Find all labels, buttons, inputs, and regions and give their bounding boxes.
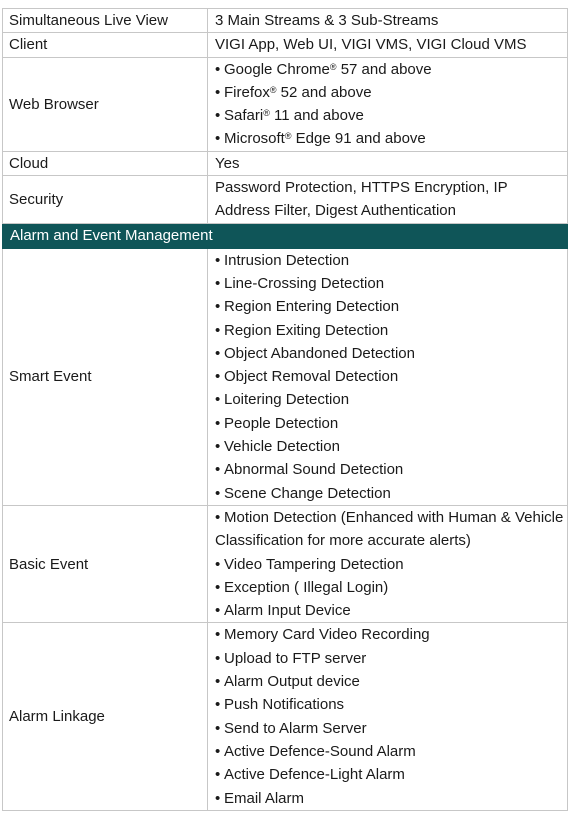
bullet-icon: • xyxy=(215,508,221,526)
spec-row-live-view: Simultaneous Live View 3 Main Streams & … xyxy=(2,7,568,34)
bullet-icon: • xyxy=(215,578,221,596)
spec-value-line: Password Protection, HTTPS Encryption, I… xyxy=(215,179,508,197)
spec-label: Cloud xyxy=(2,150,208,177)
bullet-icon: • xyxy=(215,251,221,269)
spec-row-alarm-linkage: Alarm Linkage •Memory Card Video Recordi… xyxy=(2,622,568,811)
bullet-icon: • xyxy=(215,107,221,125)
list-item: •Alarm Output device xyxy=(215,670,567,693)
bullet-icon: • xyxy=(215,461,221,479)
bullet-icon: • xyxy=(215,555,221,573)
spec-row-security: Security Password Protection, HTTPS Encr… xyxy=(2,175,568,224)
spec-row-web-browser: Web Browser •Google Chrome® 57 and above… xyxy=(2,56,568,152)
bullet-icon: • xyxy=(215,60,221,78)
list-item: •Send to Alarm Server xyxy=(215,717,567,740)
bullet-icon: • xyxy=(215,83,221,101)
spec-value-list: •Intrusion Detection•Line-Crossing Detec… xyxy=(207,247,568,506)
list-item: •Loitering Detection xyxy=(215,388,567,411)
bullet-icon: • xyxy=(215,414,221,432)
list-item: •Video Tampering Detection xyxy=(215,553,567,576)
spec-table: Simultaneous Live View 3 Main Streams & … xyxy=(2,7,568,811)
list-item: •Object Removal Detection xyxy=(215,365,567,388)
list-item: •Motion Detection (Enhanced with Human &… xyxy=(215,506,567,553)
spec-label: Basic Event xyxy=(2,504,208,624)
bullet-icon: • xyxy=(215,626,221,644)
list-item: •Region Entering Detection xyxy=(215,295,567,318)
bullet-icon: • xyxy=(215,649,221,667)
list-item: •Push Notifications xyxy=(215,693,567,716)
spec-value: Yes xyxy=(207,150,568,177)
spec-value: 3 Main Streams & 3 Sub-Streams xyxy=(207,7,568,34)
list-item: •Exception ( Illegal Login) xyxy=(215,576,567,599)
bullet-icon: • xyxy=(215,719,221,737)
list-item: •Active Defence-Light Alarm xyxy=(215,763,567,786)
list-item: •Upload to FTP server xyxy=(215,647,567,670)
bullet-icon: • xyxy=(215,742,221,760)
list-item: •Email Alarm xyxy=(215,787,567,810)
bullet-icon: • xyxy=(215,344,221,362)
bullet-icon: • xyxy=(215,602,221,620)
bullet-icon: • xyxy=(215,274,221,292)
bullet-icon: • xyxy=(215,298,221,316)
spec-row-cloud: Cloud Yes xyxy=(2,150,568,177)
spec-value-line: Address Filter, Digest Authentication xyxy=(215,202,456,220)
spec-value: Password Protection, HTTPS Encryption, I… xyxy=(207,175,568,224)
bullet-icon: • xyxy=(215,766,221,784)
list-item: •Active Defence-Sound Alarm xyxy=(215,740,567,763)
list-item: •Object Abandoned Detection xyxy=(215,342,567,365)
bullet-icon: • xyxy=(215,321,221,339)
list-item: •Safari® 11 and above xyxy=(215,104,567,127)
spec-label: Smart Event xyxy=(2,247,208,506)
bullet-icon: • xyxy=(215,696,221,714)
spec-label: Web Browser xyxy=(2,56,208,152)
bullet-icon: • xyxy=(215,438,221,456)
spec-value-list: •Google Chrome® 57 and above •Firefox® 5… xyxy=(207,56,568,152)
spec-label: Client xyxy=(2,32,208,58)
spec-row-client: Client VIGI App, Web UI, VIGI VMS, VIGI … xyxy=(2,32,568,58)
list-item: •Scene Change Detection xyxy=(215,482,567,505)
list-item: •Vehicle Detection xyxy=(215,435,567,458)
section-header-row: Alarm and Event Management xyxy=(2,222,568,249)
list-item: •Line-Crossing Detection xyxy=(215,272,567,295)
list-item: •Intrusion Detection xyxy=(215,249,567,272)
bullet-icon: • xyxy=(215,789,221,807)
list-item: •Firefox® 52 and above xyxy=(215,81,567,104)
bullet-icon: • xyxy=(215,673,221,691)
spec-value-list: •Memory Card Video Recording•Upload to F… xyxy=(207,622,568,811)
spec-row-basic-event: Basic Event •Motion Detection (Enhanced … xyxy=(2,504,568,624)
bullet-icon: • xyxy=(215,368,221,386)
spec-row-smart-event: Smart Event •Intrusion Detection•Line-Cr… xyxy=(2,247,568,506)
bullet-icon: • xyxy=(215,130,221,148)
spec-label: Security xyxy=(2,175,208,224)
list-item: •Memory Card Video Recording xyxy=(215,623,567,646)
list-item: •Abnormal Sound Detection xyxy=(215,458,567,481)
list-item: •Alarm Input Device xyxy=(215,599,567,622)
list-item: •Google Chrome® 57 and above xyxy=(215,58,567,81)
spec-label: Simultaneous Live View xyxy=(2,7,208,34)
spec-value-list: •Motion Detection (Enhanced with Human &… xyxy=(207,504,568,624)
spec-value: VIGI App, Web UI, VIGI VMS, VIGI Cloud V… xyxy=(207,32,568,58)
bullet-icon: • xyxy=(215,484,221,502)
bullet-icon: • xyxy=(215,391,221,409)
section-title: Alarm and Event Management xyxy=(2,222,568,249)
spec-label: Alarm Linkage xyxy=(2,622,208,811)
list-item: •Microsoft® Edge 91 and above xyxy=(215,127,567,150)
list-item: •People Detection xyxy=(215,412,567,435)
list-item: •Region Exiting Detection xyxy=(215,319,567,342)
